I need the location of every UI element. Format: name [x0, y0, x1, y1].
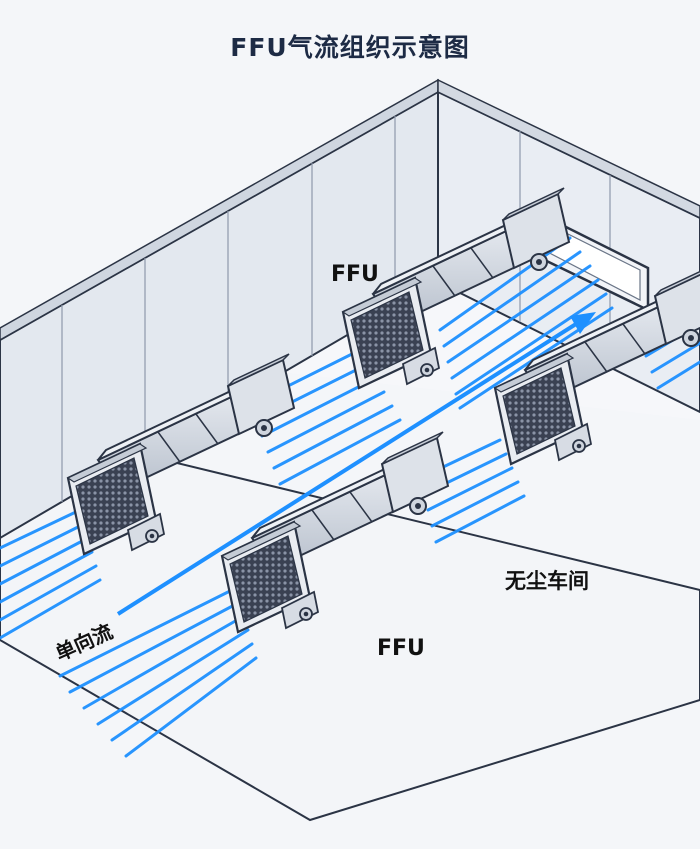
cleanroom-label: 无尘车间	[505, 569, 589, 593]
ffu-label-bottom: FFU	[377, 636, 425, 661]
diagram-title: FFU气流组织示意图	[230, 33, 470, 62]
unidirectional-arrow	[116, 312, 596, 616]
ffu-label-top: FFU	[331, 262, 379, 287]
airflow-lines	[0, 236, 700, 758]
